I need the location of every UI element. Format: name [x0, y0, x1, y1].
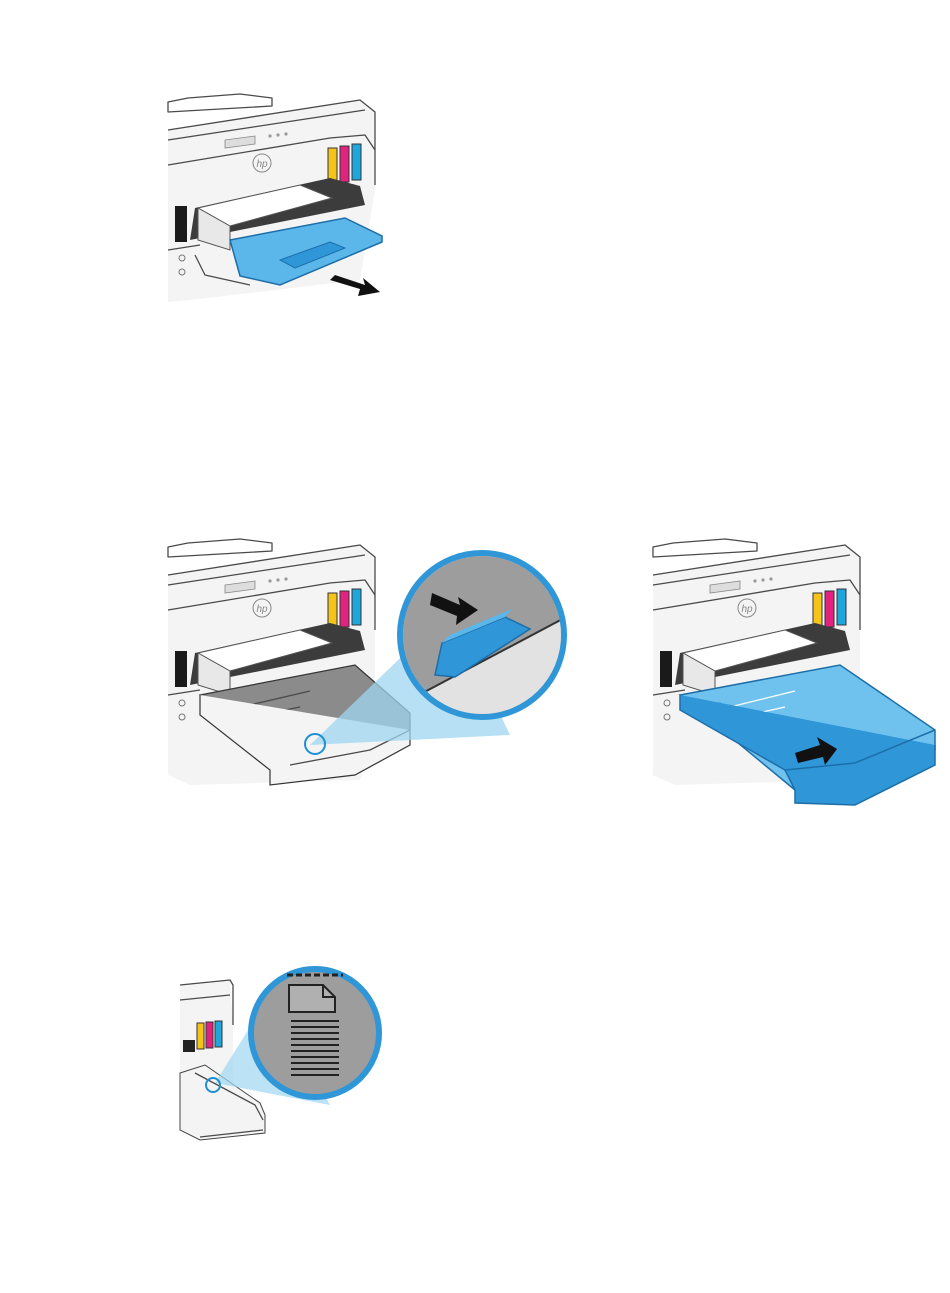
printer-tray-illustration: hp: [160, 535, 580, 790]
black-ink-tank: [660, 651, 672, 687]
ink-tanks: [197, 1021, 222, 1049]
black-ink-tank: [175, 651, 187, 687]
black-ink-tank: [175, 206, 187, 242]
ink-tanks: [328, 589, 361, 629]
printer-tray-out-illustration: hp: [645, 535, 945, 810]
svg-text:hp: hp: [256, 159, 268, 170]
zoom-circle-paper: [251, 969, 379, 1097]
ink-tanks: [813, 589, 846, 629]
paper-orientation-figure: [175, 955, 390, 1145]
ink-tanks: [328, 144, 361, 184]
paper-orientation-illustration: [175, 955, 390, 1145]
paper-tray-latch-figure: hp: [160, 535, 580, 790]
paper-tray-pullout-figure: hp: [645, 535, 945, 810]
svg-text:hp: hp: [256, 604, 268, 615]
printer-illustration: hp: [160, 90, 390, 305]
output-tray-figure: hp: [160, 90, 390, 305]
svg-text:hp: hp: [741, 604, 753, 615]
